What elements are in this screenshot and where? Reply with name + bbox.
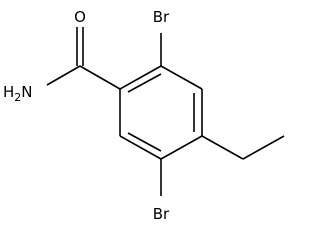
benzene-ring	[119, 65, 203, 160]
bond-c4-c5	[160, 135, 203, 160]
structure-diagram: O H2N Br Br	[3, 8, 285, 223]
double-bond-inner-c1-c2	[127, 73, 162, 93]
bond-ch2-ch3	[242, 135, 285, 160]
amide-n-label: N	[21, 83, 32, 101]
bond-carbonyl-n	[46, 65, 81, 86]
bond-c5-c6	[119, 135, 162, 160]
bromine-top-group: Br	[153, 8, 170, 66]
bromine-bottom-label: Br	[153, 205, 170, 223]
bond-c1-c2	[119, 65, 162, 90]
ethyl-group	[201, 135, 285, 160]
oxygen-label: O	[74, 8, 86, 26]
amide-h-label: H	[3, 83, 14, 101]
bromine-bottom-group: Br	[153, 159, 170, 223]
bond-ring-carbonyl	[79, 65, 121, 90]
bond-c2-c3	[160, 65, 203, 90]
double-bond-inner-c5-c6	[127, 132, 162, 152]
amide-group: O H2N	[3, 8, 121, 104]
bromine-top-label: Br	[153, 8, 170, 26]
bond-c4-ch2	[201, 135, 244, 160]
amide-h-count: 2	[14, 91, 21, 104]
amide-nh2-label: H2N	[3, 83, 33, 104]
